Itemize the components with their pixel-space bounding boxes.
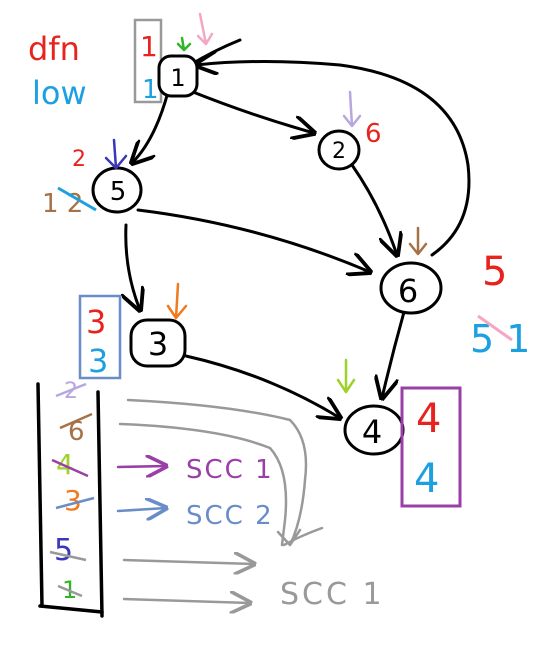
legend-low-label: low xyxy=(32,74,87,112)
node-5: 5 xyxy=(91,166,143,214)
node-6-low-strike xyxy=(477,314,513,342)
marker-pink-icon xyxy=(196,12,214,46)
stack-entry-3: 3 xyxy=(64,484,82,517)
scc-3-arrow-top xyxy=(122,560,254,564)
node-1: 1 xyxy=(157,54,199,98)
node-3: 3 xyxy=(129,318,187,368)
edge-5-6 xyxy=(136,208,370,272)
stack-entry-4-strike xyxy=(51,458,89,478)
node-5-low: 1 2 xyxy=(42,189,83,219)
node-6: 6 xyxy=(379,261,443,315)
node-4: 4 xyxy=(343,404,405,456)
node-2: 2 xyxy=(317,129,361,171)
scc-1-arrow xyxy=(116,466,166,467)
scc-2-label: SCC 2 xyxy=(186,501,274,531)
node-4-low: 4 xyxy=(414,456,439,502)
edge-3-4 xyxy=(184,354,340,418)
node-4-dfn-low-box xyxy=(400,386,462,508)
stack xyxy=(36,382,104,618)
stack-entry-5-strike xyxy=(49,550,87,562)
edge-6-1 xyxy=(196,62,471,257)
node-6-dfn: 5 xyxy=(482,249,507,295)
node-6-label: 6 xyxy=(398,272,418,310)
stack-entry-6: 6 xyxy=(68,417,85,447)
node-3-dfn-low-box xyxy=(78,294,122,380)
node-3-dfn: 3 xyxy=(86,303,106,341)
node-5-dfn: 2 xyxy=(72,147,86,172)
edge-1-2 xyxy=(186,88,314,133)
node-4-dfn: 4 xyxy=(416,396,441,442)
node-4-label: 4 xyxy=(362,413,382,451)
edge-2-6 xyxy=(350,163,397,255)
stack-entry-6-strike xyxy=(59,412,93,430)
scc-2-arrow xyxy=(116,508,166,511)
stack-entry-3-strike xyxy=(55,496,95,510)
node-1-dfn: 1 xyxy=(140,30,158,63)
stack-right-wall xyxy=(96,390,104,618)
marker-orange-icon xyxy=(166,282,188,320)
scc-3-label: SCC 1 xyxy=(280,577,385,612)
scc-1-label: SCC 1 xyxy=(186,455,274,485)
scc-3-arrow-bottom xyxy=(122,599,250,603)
visit-markers xyxy=(104,12,428,394)
stack-entry-1-strike xyxy=(57,584,83,598)
stack-left-wall xyxy=(36,382,44,608)
node-1-low: 1 xyxy=(142,75,159,105)
node-3-label: 3 xyxy=(148,325,168,363)
stack-bottom xyxy=(38,604,104,614)
legend-dfn-label: dfn xyxy=(28,30,80,68)
node-2-dfn: 6 xyxy=(365,119,382,149)
node-5-label: 5 xyxy=(110,177,127,207)
node-6-low: 5 1 xyxy=(470,317,530,361)
marker-lime-icon xyxy=(336,358,356,394)
stack-entry-2-strike xyxy=(55,382,87,398)
edge-5-3 xyxy=(126,223,140,310)
stack-entry-5: 5 xyxy=(54,533,73,568)
edge-6-4 xyxy=(382,310,406,398)
marker-lavender-icon xyxy=(342,90,362,128)
node-5-low-strike xyxy=(57,186,97,212)
marker-green-icon xyxy=(176,36,192,52)
stack-pop-arrow-lower xyxy=(282,526,324,547)
stack-pop-arrow-middle xyxy=(118,422,288,547)
edge-1-5 xyxy=(132,90,170,163)
node-1-label: 1 xyxy=(170,64,185,92)
node-2-label: 2 xyxy=(332,139,346,164)
scc-arrows xyxy=(116,398,324,603)
marker-navy-icon xyxy=(104,138,128,170)
marker-brown-icon xyxy=(408,226,428,256)
stack-entry-2: 2 xyxy=(64,379,78,404)
node-3-low: 3 xyxy=(88,342,108,380)
